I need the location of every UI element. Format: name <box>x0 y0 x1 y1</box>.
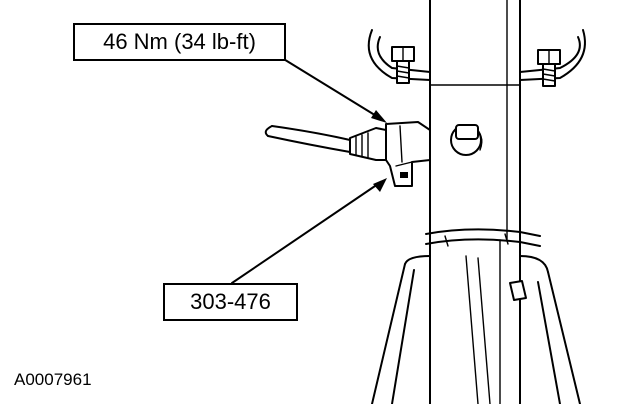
mounting-bolt-left <box>391 46 415 84</box>
figure-id: A0007961 <box>14 370 92 389</box>
lower-shroud <box>371 255 581 404</box>
torque-callout: 46 Nm (34 lb-ft) <box>73 23 286 61</box>
sensor-connector <box>349 127 387 161</box>
tool-callout: 303-476 <box>163 283 298 321</box>
sensor-body <box>385 121 431 187</box>
tool-leader <box>231 178 387 284</box>
column-collar <box>425 228 541 247</box>
mounting-bracket <box>367 29 586 81</box>
steering-column-tube <box>429 0 521 404</box>
torque-leader <box>281 57 387 123</box>
mounting-bolt-right <box>537 49 561 87</box>
sensor-cable <box>264 125 351 153</box>
column-pin <box>450 124 483 156</box>
